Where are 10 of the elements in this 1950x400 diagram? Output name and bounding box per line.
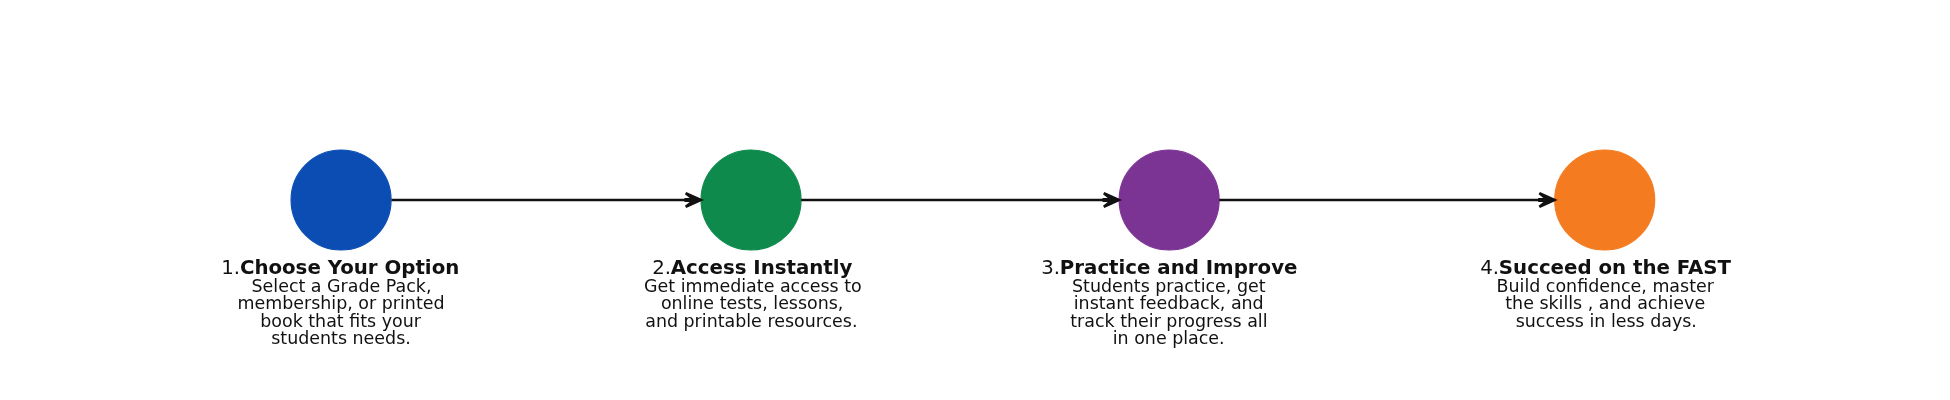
node-label: 2.Access Instantly [651, 255, 852, 279]
node-circle [1118, 149, 1220, 251]
node-circle [699, 149, 802, 251]
arrow [390, 191, 702, 209]
node-label: 1.Choose Your Option [220, 255, 459, 279]
arrow [1218, 191, 1556, 209]
node-circle [290, 149, 392, 251]
arrow [800, 191, 1120, 209]
node-label: 3.Practice and Improve [1040, 255, 1297, 279]
node-circle [1553, 149, 1655, 251]
